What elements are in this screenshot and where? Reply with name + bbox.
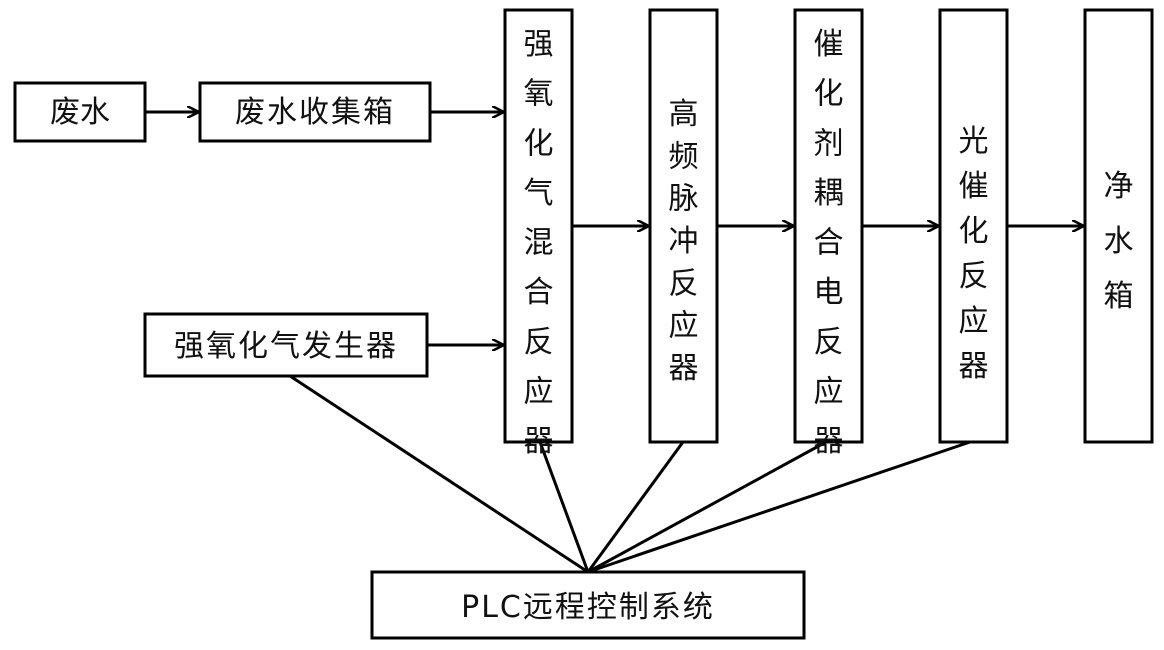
oxidant-generator-label: 强氧化气发生器 <box>174 329 398 364</box>
control-line-catalyst <box>587 440 827 574</box>
oxidant-generator-box <box>143 312 429 378</box>
mixing-reactor-label: 强氧化气混合反应器 <box>524 27 554 459</box>
catalyst-reactor-label: 催化剂耦合电反应器 <box>814 27 844 459</box>
plc-system-box <box>370 570 806 640</box>
wastewater-box <box>13 81 147 143</box>
collection-tank-box <box>198 81 432 143</box>
control-line-generator <box>289 374 589 574</box>
pulse-reactor-label: 高频脉冲反应器 <box>669 97 699 386</box>
clean-water-tank-label: 净水箱 <box>1104 169 1134 314</box>
pulse-reactor-box <box>648 8 719 444</box>
control-line-photo <box>587 440 971 574</box>
plc-system-label: PLC远程控制系统 <box>461 590 715 625</box>
catalyst-reactor-box <box>793 8 864 444</box>
photocatalytic-reactor-box <box>938 8 1009 444</box>
photocatalytic-reactor-label: 光催化反应器 <box>959 124 989 384</box>
control-line-mixing <box>538 441 590 573</box>
collection-tank-label: 废水收集箱 <box>235 95 395 130</box>
control-line-pulse <box>586 441 685 573</box>
clean-water-tank-box <box>1083 8 1154 444</box>
wastewater-label: 废水 <box>50 95 110 130</box>
